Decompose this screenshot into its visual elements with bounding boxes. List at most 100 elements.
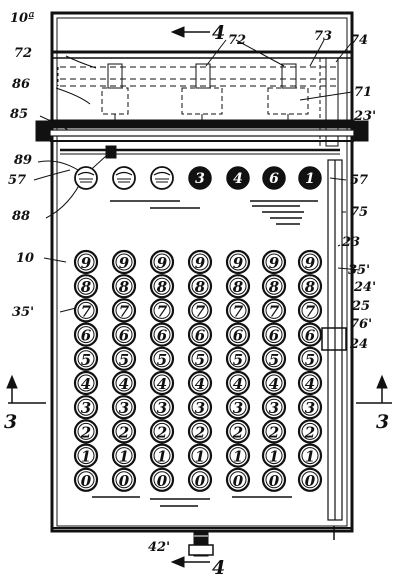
key-button[interactable]: 7 xyxy=(111,298,137,323)
key-button[interactable]: 0 xyxy=(73,467,99,492)
key-button[interactable]: 1 xyxy=(261,443,287,468)
key-button[interactable]: 4 xyxy=(297,370,323,396)
key-button[interactable]: 0 xyxy=(261,467,287,492)
key-button[interactable]: 7 xyxy=(187,298,213,323)
key-button[interactable]: 8 xyxy=(111,274,137,299)
key-digit: 5 xyxy=(233,351,243,369)
key-button[interactable]: 2 xyxy=(225,419,251,444)
key-button[interactable]: 0 xyxy=(297,467,323,492)
key-button[interactable]: 5 xyxy=(225,346,251,371)
key-digit: 0 xyxy=(305,472,316,490)
key-button[interactable]: 0 xyxy=(225,467,251,492)
key-button[interactable]: 1 xyxy=(111,443,137,468)
key-button[interactable]: 4 xyxy=(111,370,137,396)
key-button[interactable]: 0 xyxy=(149,467,175,492)
key-button[interactable]: 0 xyxy=(187,467,213,492)
key-button[interactable]: 6 xyxy=(225,322,251,347)
key-button[interactable]: 2 xyxy=(261,419,287,444)
key-button[interactable]: 6 xyxy=(149,322,175,347)
section-line-3-3 xyxy=(6,374,392,404)
key-digit: 2 xyxy=(80,423,91,441)
key-button[interactable]: 5 xyxy=(297,346,323,371)
key-digit: 9 xyxy=(269,254,280,272)
key-button[interactable]: 8 xyxy=(73,274,99,299)
label-35p-left: 35' xyxy=(12,305,34,320)
label-3-left: 3 xyxy=(4,411,17,433)
key-button[interactable]: 3 xyxy=(187,395,213,420)
key-button[interactable]: 8 xyxy=(297,274,323,299)
key-button[interactable]: 3 xyxy=(73,395,99,420)
key-digit: 2 xyxy=(268,423,279,441)
key-digit: 6 xyxy=(157,327,168,345)
label-85: 85 xyxy=(10,107,28,122)
key-button[interactable]: 5 xyxy=(111,346,137,371)
key-digit: 9 xyxy=(195,254,206,272)
key-button[interactable]: 5 xyxy=(73,346,99,371)
key-button[interactable]: 6 xyxy=(297,322,323,347)
key-button[interactable]: 4 xyxy=(225,370,251,396)
key-button[interactable]: 6 xyxy=(187,322,213,347)
label-88: 88 xyxy=(12,209,30,224)
key-digit: 0 xyxy=(195,472,206,490)
reference-labels: 10ª 4 72 72 73 74 86 71 85 23' 89 57 57 … xyxy=(4,11,389,579)
key-button[interactable]: 5 xyxy=(149,346,175,371)
key-digit: 5 xyxy=(157,351,167,369)
key-button[interactable]: 1 xyxy=(225,443,251,468)
key-button[interactable]: 7 xyxy=(297,298,323,323)
key-button[interactable]: 1 xyxy=(297,443,323,468)
key-button[interactable]: 2 xyxy=(111,419,137,444)
key-button[interactable]: 4 xyxy=(261,370,287,396)
key-digit: 6 xyxy=(195,327,206,345)
key-button[interactable]: 9 xyxy=(111,249,137,275)
key-button[interactable]: 9 xyxy=(73,249,99,275)
key-digit: 8 xyxy=(195,278,206,296)
key-button[interactable]: 3 xyxy=(261,395,287,420)
key-button[interactable]: 1 xyxy=(187,443,213,468)
key-button[interactable]: 8 xyxy=(149,274,175,299)
key-digit: 2 xyxy=(194,423,205,441)
key-button[interactable]: 8 xyxy=(261,274,287,299)
key-button[interactable]: 4 xyxy=(73,370,99,396)
key-button[interactable]: 9 xyxy=(261,249,287,275)
key-button[interactable]: 4 xyxy=(187,370,213,396)
key-button[interactable]: 6 xyxy=(261,322,287,347)
key-button[interactable]: 5 xyxy=(261,346,287,371)
window-digit: 1 xyxy=(305,171,315,187)
key-button[interactable]: 8 xyxy=(187,274,213,299)
key-button[interactable]: 9 xyxy=(187,249,213,275)
key-button[interactable]: 7 xyxy=(149,298,175,323)
key-button[interactable]: 7 xyxy=(225,298,251,323)
key-button[interactable]: 3 xyxy=(111,395,137,420)
section-line-4-bottom xyxy=(170,556,210,568)
side-column xyxy=(321,159,347,540)
key-button[interactable]: 9 xyxy=(297,249,323,275)
label-24: 24 xyxy=(349,337,368,352)
key-button[interactable]: 7 xyxy=(261,298,287,323)
key-button[interactable]: 4 xyxy=(149,370,175,396)
key-button[interactable]: 2 xyxy=(73,419,99,444)
key-digit: 8 xyxy=(119,278,130,296)
key-button[interactable]: 7 xyxy=(73,298,99,323)
result-window xyxy=(112,166,136,190)
key-button[interactable]: 0 xyxy=(111,467,137,492)
key-button[interactable]: 2 xyxy=(187,419,213,444)
key-button[interactable]: 5 xyxy=(187,346,213,371)
key-digit: 4 xyxy=(233,375,243,393)
key-digit: 4 xyxy=(305,375,315,393)
key-button[interactable]: 2 xyxy=(149,419,175,444)
key-button[interactable]: 3 xyxy=(297,395,323,420)
key-button[interactable]: 6 xyxy=(73,322,99,347)
key-button[interactable]: 9 xyxy=(149,249,175,275)
key-digit: 6 xyxy=(81,327,92,345)
key-button[interactable]: 9 xyxy=(225,249,251,275)
key-button[interactable]: 3 xyxy=(149,395,175,420)
key-button[interactable]: 6 xyxy=(111,322,137,347)
key-button[interactable]: 2 xyxy=(297,419,323,444)
key-digit: 3 xyxy=(233,399,243,417)
key-button[interactable]: 3 xyxy=(225,395,251,420)
key-button[interactable]: 1 xyxy=(73,443,99,468)
key-digit: 7 xyxy=(195,302,206,320)
key-button[interactable]: 1 xyxy=(149,443,175,468)
key-button[interactable]: 8 xyxy=(225,274,251,299)
